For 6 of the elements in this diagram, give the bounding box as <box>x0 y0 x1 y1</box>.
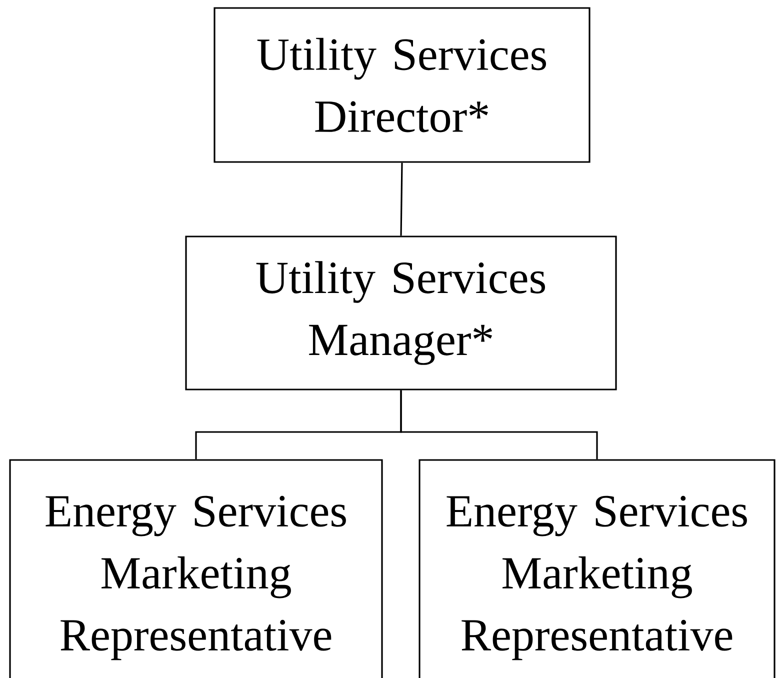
org-box: Energy Services Marketing Representative <box>418 459 776 678</box>
org-box: Utility Services Manager* <box>185 236 617 390</box>
org-box: Utility Services Director* <box>214 7 590 163</box>
org-box: Energy Services Marketing Representative <box>9 459 383 678</box>
connector-line <box>400 162 403 236</box>
connector-line <box>400 390 598 460</box>
